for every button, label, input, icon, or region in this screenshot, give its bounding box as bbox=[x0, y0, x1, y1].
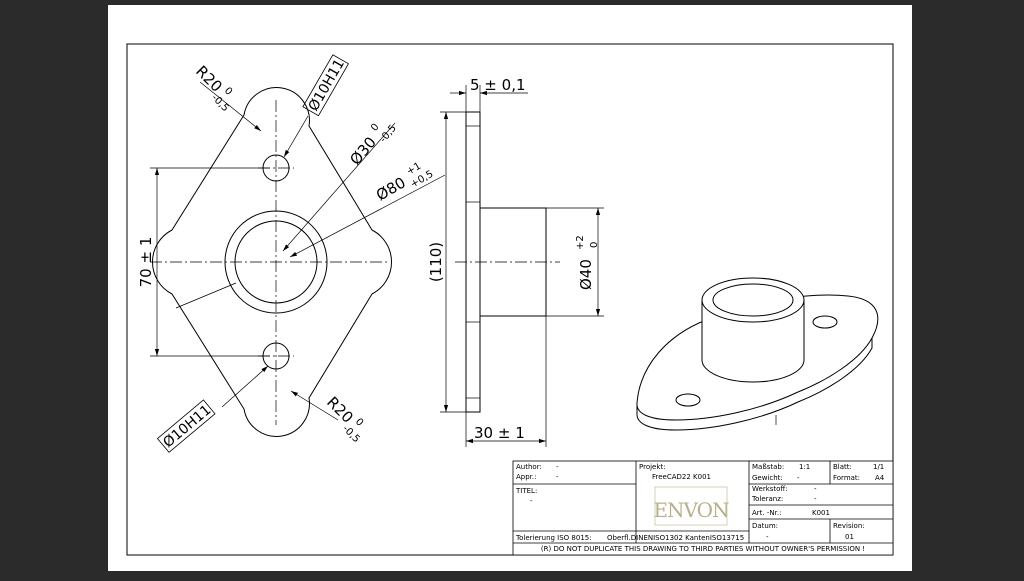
tb-revision-label: Revision: bbox=[833, 522, 865, 530]
dim-d40-tol-lower: 0 bbox=[589, 242, 600, 248]
tb-werkstoff-label: Werkstoff: bbox=[752, 485, 788, 493]
tb-author-label: Author: bbox=[516, 463, 542, 471]
tb-notice: (R) DO NOT DUPLICATE THIS DRAWING TO THI… bbox=[541, 545, 865, 553]
iso-hub-top-inner bbox=[712, 283, 794, 317]
tb-artnr-value: K001 bbox=[812, 509, 830, 517]
tb-format-value: A4 bbox=[875, 474, 885, 482]
tb-gewicht-label: Gewicht: bbox=[752, 474, 783, 482]
tb-logo: ENVON bbox=[653, 486, 730, 526]
dim-h70: 70 ± 1 bbox=[137, 237, 155, 288]
iso-hub-top-outer bbox=[701, 277, 805, 323]
tb-oberfl: Oberfl.DINENISO1302 KantenISO13715 bbox=[607, 534, 744, 542]
front-view bbox=[150, 81, 446, 437]
tb-massstab-value: 1:1 bbox=[799, 463, 810, 471]
tb-toleranz-value: - bbox=[814, 495, 817, 503]
dim-d40-tol-upper: +2 bbox=[575, 235, 586, 250]
dim-d40-main: Ø40 bbox=[577, 259, 595, 290]
side-view bbox=[440, 85, 604, 447]
title-block bbox=[512, 460, 894, 556]
dim-thickness: 5 ± 0,1 bbox=[470, 76, 526, 94]
dim-d30-tol-upper: 0 bbox=[369, 122, 382, 134]
tb-appr-value: - bbox=[556, 473, 559, 481]
tb-blatt-value: 1/1 bbox=[873, 463, 884, 471]
tb-blatt-label: Blatt: bbox=[833, 463, 852, 471]
title-block-text: Author: - Appr.: - TITEL: - Projekt: Fre… bbox=[515, 463, 885, 553]
tb-projekt-value: FreeCAD22 K001 bbox=[652, 473, 711, 481]
tb-werkstoff-value: - bbox=[814, 485, 817, 493]
tb-revision-value: 01 bbox=[845, 533, 854, 541]
tb-projekt-label: Projekt: bbox=[639, 463, 666, 471]
tb-appr-label: Appr.: bbox=[516, 473, 537, 481]
dim-length: 30 ± 1 bbox=[474, 424, 525, 442]
tb-artnr-label: Art. -Nr.: bbox=[752, 509, 781, 517]
drawing-frame bbox=[126, 43, 894, 556]
iso-hub-body bbox=[701, 300, 805, 383]
tb-datum-label: Datum: bbox=[752, 522, 778, 530]
dim-d40: Ø40 +2 0 bbox=[575, 235, 600, 290]
tb-format-label: Format: bbox=[833, 474, 860, 482]
iso-hole-left bbox=[675, 393, 701, 407]
isometric-view bbox=[636, 277, 879, 431]
tb-titel-label: TITEL: bbox=[515, 487, 537, 495]
tb-logo-text: ENVON bbox=[653, 498, 729, 522]
iso-plate-edge bbox=[636, 338, 873, 431]
tb-titel-value: - bbox=[530, 497, 533, 505]
flange-outline bbox=[151, 87, 393, 437]
iso-hole-right bbox=[812, 315, 838, 329]
tb-author-value: - bbox=[556, 463, 559, 471]
tb-datum-value: - bbox=[766, 533, 769, 541]
tb-massstab-label: Maßstab: bbox=[752, 463, 784, 471]
tb-tolerierung: Tolerierung ISO 8015: bbox=[515, 534, 592, 542]
tb-toleranz-label: Toleranz: bbox=[751, 495, 783, 503]
dim-height: (110) bbox=[427, 242, 445, 282]
tb-gewicht-value: - bbox=[797, 474, 800, 482]
